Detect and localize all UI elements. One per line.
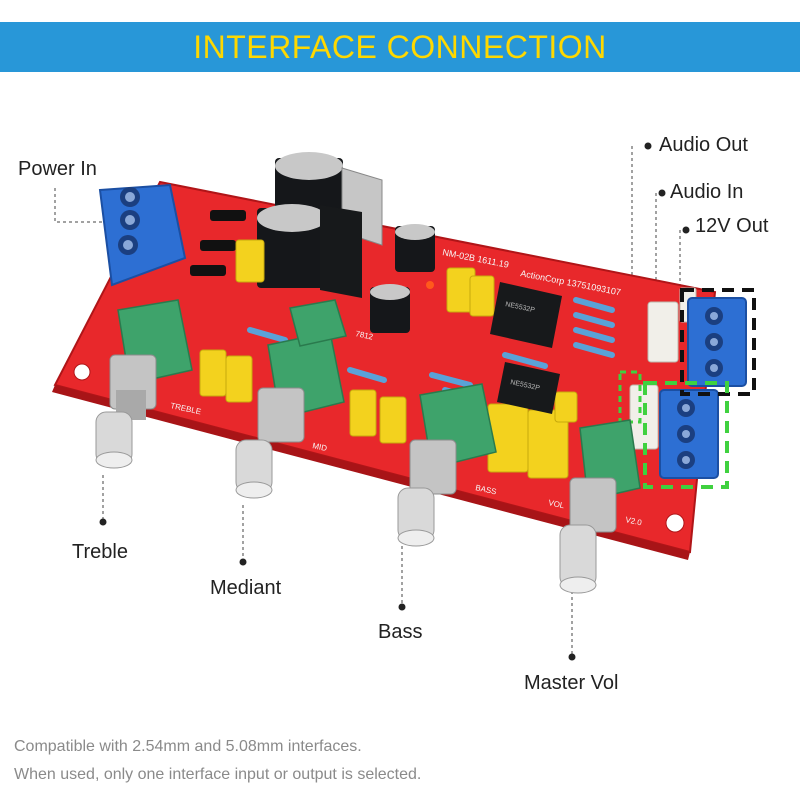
leader-dots [99, 142, 690, 661]
header-connectors [629, 287, 697, 450]
pot-bass [397, 383, 497, 547]
mount-hole [665, 513, 685, 533]
label-treble: Treble [72, 541, 128, 563]
header-banner: INTERFACE CONNECTION [0, 0, 800, 95]
label-bass: Bass [378, 621, 423, 643]
dot-master-vol [568, 653, 576, 661]
op-amp-ic-2: NE5532P [497, 362, 560, 414]
electrolytic-capacitors [257, 152, 435, 333]
led-indicator [426, 281, 434, 289]
label-master-vol: Master Vol [524, 672, 619, 694]
compatibility-note: Compatible with 2.54mm and 5.08mm interf… [14, 738, 362, 755]
input-terminal-bottom [659, 389, 719, 479]
silk-vol: VOL [548, 498, 566, 510]
silk-bass: BASS [475, 483, 498, 496]
op-amp-ic-1: NE5532P [490, 282, 562, 348]
label-audio-in: Audio In [670, 181, 744, 203]
mount-hole [73, 363, 91, 381]
usage-note: When used, only one interface input or o… [14, 766, 422, 783]
highlight-box-5.08mm [643, 381, 729, 489]
dot-12v-out [682, 226, 690, 234]
label-audio-out: Audio Out [659, 134, 748, 156]
pot-mediant [235, 299, 347, 499]
dot-mediant [239, 558, 247, 566]
highlight-box-2.54mm [680, 288, 756, 396]
dot-audio-out [644, 142, 652, 150]
silk-regulator: 7812 [355, 329, 375, 342]
pot-master-vol [559, 419, 641, 594]
power-terminal [98, 183, 187, 287]
dot-treble [99, 518, 107, 526]
label-12v-out: 12V Out [695, 215, 769, 237]
voltage-regulator [320, 167, 383, 298]
pcb-edge [52, 385, 690, 560]
output-terminal-top [687, 297, 747, 387]
dot-audio-in [658, 189, 666, 197]
silk-version: V2.0 [625, 515, 644, 527]
header-bar [0, 22, 800, 72]
pot-treble [95, 299, 193, 469]
dot-bass [398, 603, 406, 611]
label-power-in: Power In [18, 158, 97, 180]
page-title: INTERFACE CONNECTION [193, 29, 607, 65]
silk-mid: MID [312, 441, 328, 453]
diodes [190, 210, 246, 276]
label-mediant: Mediant [210, 577, 282, 599]
film-capacitors [199, 239, 578, 479]
